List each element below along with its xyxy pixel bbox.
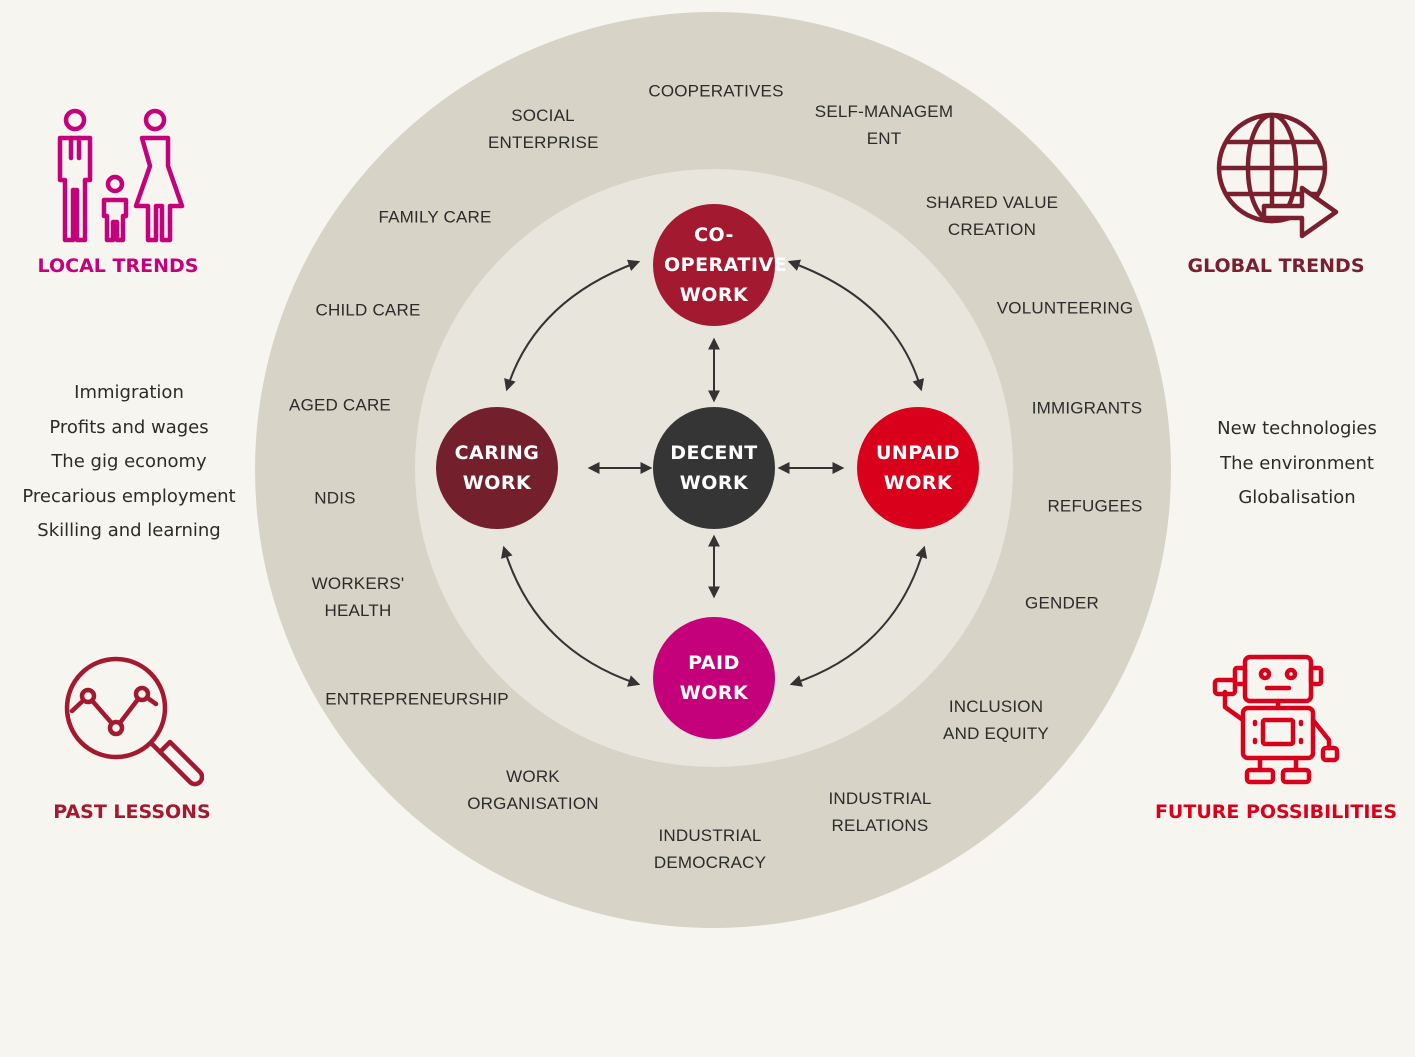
node-caring-label: CARING WORK	[454, 442, 540, 494]
topic-work-organisation: WORK ORGANISATION	[467, 767, 599, 813]
global-trends-title: GLOBAL TRENDS	[1187, 255, 1365, 277]
arrow-caring-paid	[501, 545, 641, 687]
local-trends-title: LOCAL TRENDS	[37, 255, 199, 277]
global-trends-list: New technologies The environment Globali…	[1217, 412, 1377, 516]
past-lessons-title: PAST LESSONS	[53, 801, 211, 823]
topic-refugees: REFUGEES	[1047, 496, 1143, 516]
future-possibilities-title: FUTURE POSSIBILITIES	[1154, 801, 1398, 823]
topic-immigrants: IMMIGRANTS	[1031, 398, 1143, 418]
topic-family-care: FAMILY CARE	[378, 207, 492, 227]
arrow-cooperative-caring	[504, 259, 641, 392]
topic-social-enterprise: SOCIAL ENTERPRISE	[488, 106, 599, 152]
global-trend-item: The environment	[1220, 452, 1374, 474]
topic-child-care: CHILD CARE	[315, 300, 421, 320]
family-icon	[57, 108, 185, 243]
magnifier-chart-icon	[64, 656, 204, 787]
local-trend-item: Skilling and learning	[37, 520, 221, 541]
node-paid-work: PAID WORK	[653, 617, 775, 739]
arrow-unpaid-paid	[789, 545, 928, 687]
local-trend-item: Precarious employment	[22, 485, 236, 507]
node-cooperative-work: CO-OPERATIVE WORK	[653, 204, 788, 326]
topic-industrial-democracy: INDUSTRIAL DEMOCRACY	[653, 826, 767, 872]
topic-industrial-relations: INDUSTRIAL RELATIONS	[828, 789, 932, 835]
topic-aged-care: AGED CARE	[289, 395, 391, 415]
node-cooperative-label: CO-OPERATIVE WORK	[664, 224, 788, 306]
topic-ndis: NDIS	[314, 488, 356, 508]
topic-cooperatives: COOPERATIVES	[648, 81, 784, 101]
topic-entrepreneurship: ENTREPRENEURSHIP	[325, 689, 509, 709]
arrow-cooperative-unpaid	[787, 259, 925, 392]
globe-arrow-icon	[1216, 112, 1339, 239]
node-unpaid-label: UNPAID WORK	[875, 442, 961, 494]
node-unpaid-work: UNPAID WORK	[857, 407, 979, 529]
node-decent-label: DECENT WORK	[670, 442, 758, 494]
node-decent-work: DECENT WORK	[653, 407, 775, 529]
node-caring-work: CARING WORK	[436, 407, 558, 529]
topic-shared-value-creation: SHARED VALUE CREATION	[925, 193, 1059, 239]
node-paid-label: PAID WORK	[679, 652, 749, 704]
topic-gender: GENDER	[1025, 593, 1099, 613]
local-trend-item: Profits and wages	[49, 416, 209, 438]
local-trend-item: The gig economy	[51, 451, 207, 472]
local-trend-item: Immigration	[74, 382, 184, 403]
topic-inclusion-and-equity: INCLUSION AND EQUITY	[943, 697, 1049, 743]
global-trend-item: Globalisation	[1238, 487, 1356, 508]
local-trends-list: Immigration Profits and wages The gig ec…	[22, 376, 235, 549]
global-trend-item: New technologies	[1217, 418, 1377, 439]
topic-workers-health: WORKERS' HEALTH	[311, 574, 405, 620]
topic-volunteering: VOLUNTEERING	[996, 298, 1134, 318]
robot-icon	[1212, 654, 1340, 785]
topic-self-management: SELF-MANAGEMENT	[814, 102, 954, 148]
